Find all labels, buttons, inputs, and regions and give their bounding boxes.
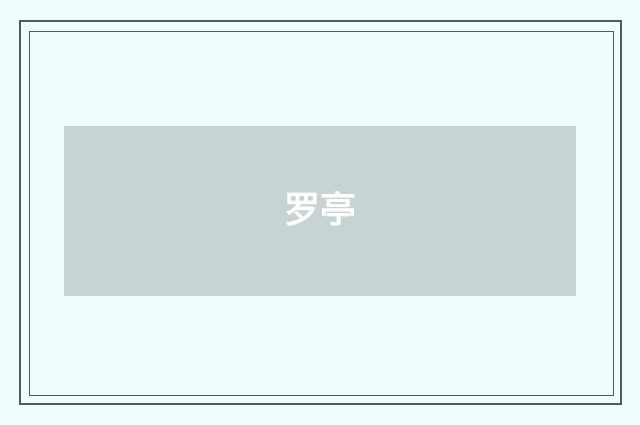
inner-decorative-frame	[29, 31, 614, 396]
image-placeholder-panel: 罗亭	[64, 126, 576, 296]
outer-decorative-frame	[19, 20, 622, 405]
placeholder-title-text: 罗亭	[283, 190, 356, 231]
